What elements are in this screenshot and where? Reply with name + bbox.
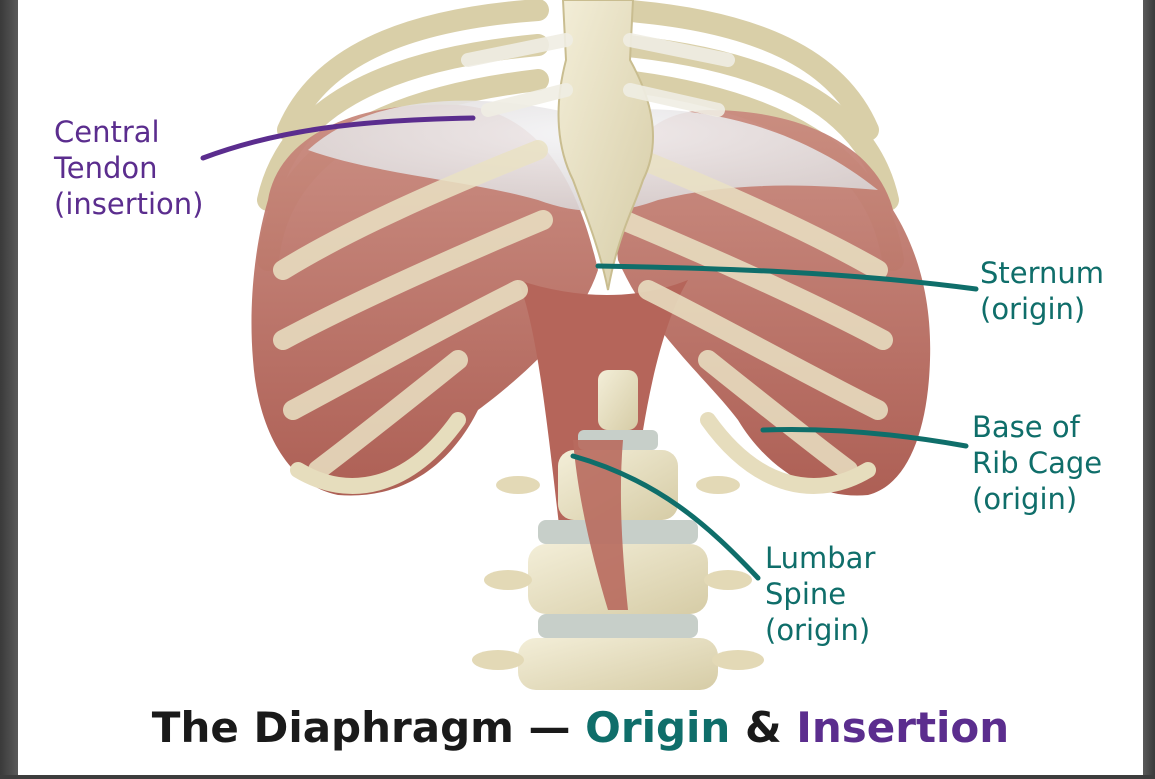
label-base-of-rib-cage: Base of Rib Cage (origin) (972, 409, 1102, 517)
label-central-tendon: Central Tendon (insertion) (54, 114, 204, 222)
title-insertion: Insertion (796, 703, 1009, 752)
label-lumbar-spine: Lumbar Spine (origin) (765, 540, 875, 648)
title-origin: Origin (585, 703, 730, 752)
left-frame-border (0, 0, 18, 779)
diagram-panel: Central Tendon (insertion) Sternum (orig… (18, 0, 1143, 775)
title-prefix: The Diaphragm — (152, 703, 571, 752)
bottom-frame-border (0, 775, 1155, 779)
title-ampersand: & (745, 703, 782, 752)
diagram-title: The Diaphragm — Origin & Insertion (18, 700, 1143, 756)
diaphragm-illustration (18, 0, 1143, 690)
label-sternum: Sternum (origin) (980, 255, 1104, 327)
right-frame-border (1143, 0, 1155, 779)
